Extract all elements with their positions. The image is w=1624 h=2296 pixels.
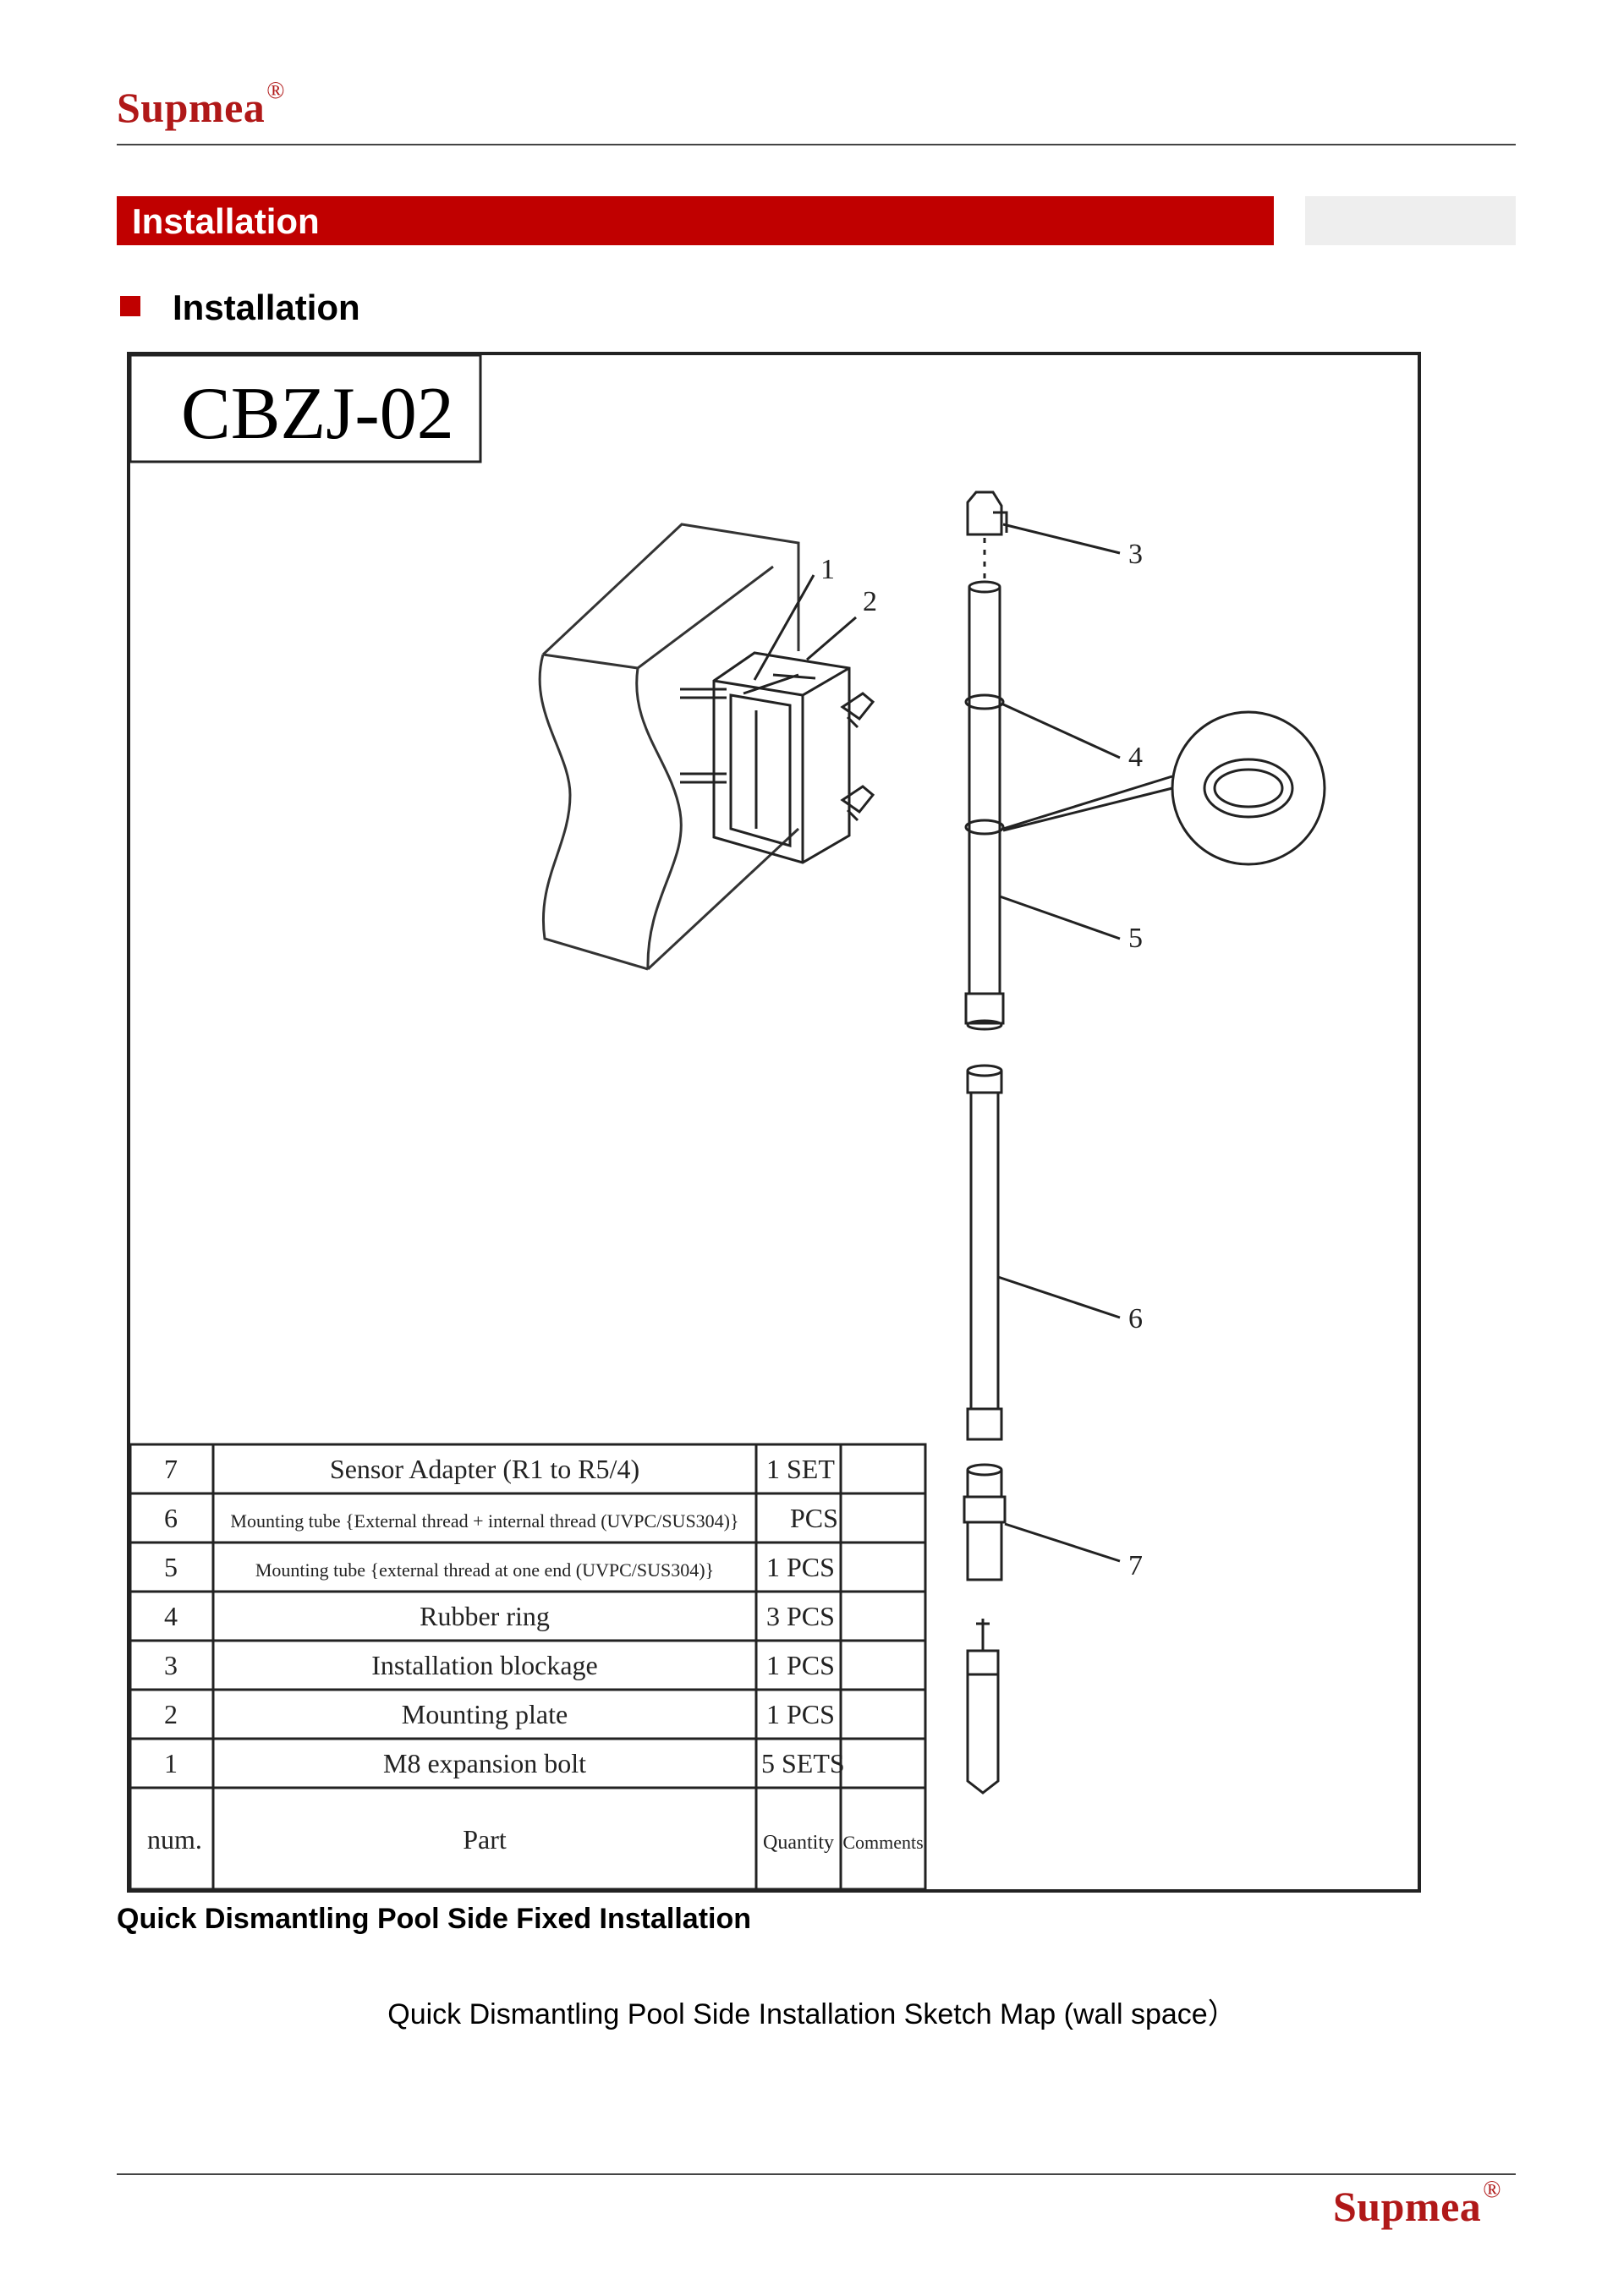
callout-4: 4: [1128, 742, 1143, 773]
row4-part: Rubber ring: [420, 1601, 550, 1631]
rubber-ring-detail: [1171, 710, 1326, 866]
drawing-svg: CBZJ-02: [130, 355, 1326, 1889]
row2-part: Mounting plate: [402, 1699, 568, 1729]
row6-num: 6: [164, 1503, 178, 1533]
figure-caption: Quick Dismantling Pool Side Fixed Instal…: [117, 1903, 752, 1935]
parts-table-text: 7 Sensor Adapter (R1 to R5/4) 1 SET 6 Mo…: [147, 1454, 924, 1855]
row6-part: Mounting tube {External thread + interna…: [230, 1510, 738, 1532]
installation-drawing: CBZJ-02: [127, 352, 1421, 1893]
row2-num: 2: [164, 1699, 178, 1729]
row5-part: Mounting tube {external thread at one en…: [255, 1559, 714, 1581]
header-comments: Comments: [842, 1832, 923, 1853]
row3-part: Installation blockage: [371, 1650, 597, 1680]
row1-num: 1: [164, 1748, 178, 1778]
row7-part: Sensor Adapter (R1 to R5/4): [330, 1454, 639, 1484]
sketch-title: Quick Dismantling Pool Side Installation…: [0, 1991, 1624, 2032]
callout-5: 5: [1128, 923, 1143, 954]
parts-table: [130, 1443, 927, 1889]
wall-block: [538, 523, 800, 971]
callout-7: 7: [1128, 1550, 1143, 1581]
model-title: CBZJ-02: [181, 373, 454, 455]
sensor-adapter: [963, 1463, 1121, 1581]
row7-num: 7: [164, 1454, 178, 1484]
header-reg-mark: ®: [266, 78, 286, 104]
section-bar: Installation: [117, 196, 1274, 245]
mounting-plate: [680, 574, 875, 864]
sketch-title-text: Quick Dismantling Pool Side Installation…: [387, 1998, 1237, 2030]
callout-6: 6: [1128, 1303, 1143, 1334]
row2-qty: 1 PCS: [766, 1699, 835, 1729]
header-num: num.: [147, 1824, 202, 1855]
callout-2: 2: [863, 586, 877, 617]
footer-logo: Supmea®: [1333, 2177, 1501, 2231]
row7-qty: 1 SET: [766, 1454, 835, 1484]
sensor: [966, 1619, 1000, 1795]
row4-qty: 3 PCS: [766, 1601, 835, 1631]
model-title-box: [130, 355, 482, 463]
callout-3: 3: [1128, 539, 1143, 570]
mounting-tube-5: [964, 580, 1173, 1031]
installation-blockage: [966, 490, 1121, 584]
section-title: Installation: [132, 201, 320, 241]
header-rule: [117, 144, 1516, 145]
callout-1: 1: [820, 554, 835, 585]
section-bar-tab: [1305, 196, 1516, 245]
subsection-heading: Installation: [120, 288, 360, 328]
row6-qty: PCS: [790, 1503, 838, 1533]
header-part: Part: [463, 1824, 507, 1855]
row1-qty: 5 SETS: [761, 1748, 845, 1778]
mounting-tube-6: [966, 1064, 1121, 1441]
row5-qty: 1 PCS: [766, 1552, 835, 1582]
row4-num: 4: [164, 1601, 178, 1631]
footer-brand: Supmea: [1333, 2183, 1482, 2230]
bullet-square-icon: [120, 296, 140, 316]
footer-rule: [117, 2173, 1516, 2175]
header-brand: Supmea: [117, 84, 266, 131]
header-qty: Quantity: [763, 1832, 834, 1854]
header-logo: Supmea®: [117, 78, 285, 132]
row3-qty: 1 PCS: [766, 1650, 835, 1680]
row1-part: M8 expansion bolt: [383, 1748, 586, 1778]
row5-num: 5: [164, 1552, 178, 1582]
subsection-title: Installation: [173, 288, 360, 327]
row3-num: 3: [164, 1650, 178, 1680]
footer-reg-mark: ®: [1483, 2177, 1502, 2203]
